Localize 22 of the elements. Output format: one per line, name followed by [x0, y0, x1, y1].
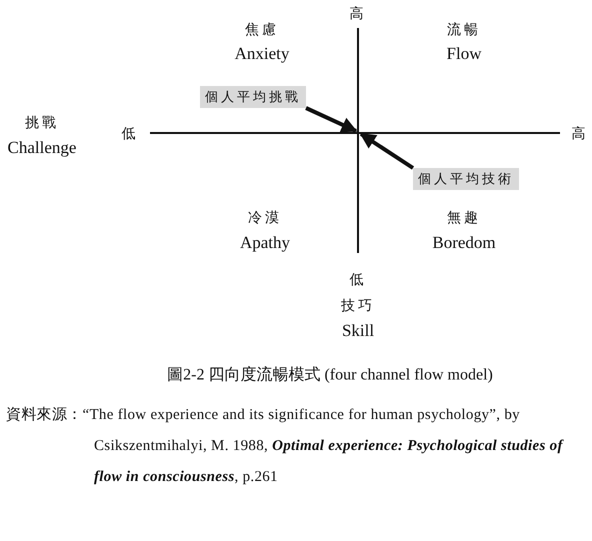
quadrant-name: Boredom	[432, 233, 496, 253]
highlight-label: 個人平均挑戰	[200, 86, 306, 108]
highlight-label: 個人平均技術	[413, 168, 519, 190]
level-mark: 低	[350, 272, 366, 289]
level-mark: 低	[122, 126, 138, 143]
source-note: 資料來源：“The flow experience and its significance for human psychology”, by Csikszentmihalyi, M. 1988, Optimal experience: Psychological studies of flow in consciousness, p.261	[6, 406, 565, 487]
axis-title: 技巧	[341, 298, 375, 315]
figure-caption: 圖2-2 四向度流暢模式 (four channel flow model)	[167, 365, 493, 386]
quadrant-name: 流暢	[447, 21, 481, 39]
level-mark: 高	[350, 5, 366, 23]
arrow	[360, 132, 414, 170]
quadrant-name: Apathy	[240, 233, 290, 253]
arrow	[305, 106, 358, 133]
quadrant-name: 無趣	[447, 210, 481, 227]
quadrant-name: 焦慮	[245, 22, 279, 39]
quadrant-name: Flow	[446, 44, 482, 64]
axis-title: 挑戰	[25, 114, 59, 132]
level-mark: 高	[572, 125, 588, 143]
axis-title: Skill	[342, 321, 374, 341]
quadrant-name: Anxiety	[234, 44, 290, 64]
axis-title: Challenge	[8, 138, 76, 158]
quadrant-name: 冷漠	[248, 210, 282, 227]
